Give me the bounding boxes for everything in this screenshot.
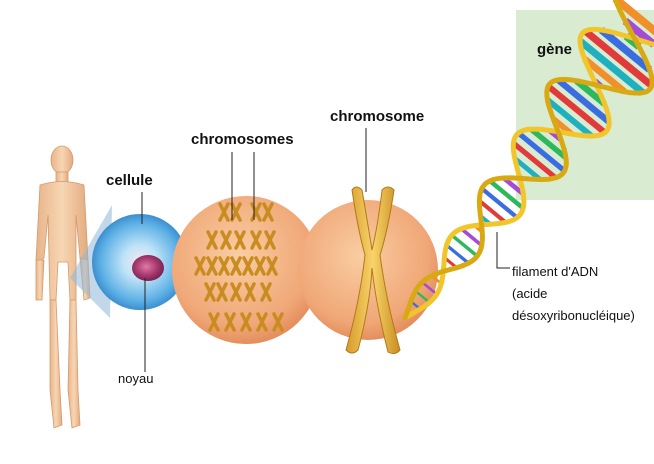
label-adn-line-1: filament d'ADN xyxy=(512,261,635,283)
base-pair xyxy=(482,189,517,218)
label-cellule: cellule xyxy=(106,172,153,189)
label-gene: gène xyxy=(537,41,572,58)
label-adn-line-2: (acide xyxy=(512,283,635,305)
label-adn-line-3: désoxyribonucléique) xyxy=(512,305,635,327)
label-chromosomes: chromosomes xyxy=(191,131,294,148)
label-adn: filament d'ADN (acide désoxyribonucléiqu… xyxy=(512,261,635,327)
label-noyau: noyau xyxy=(118,371,153,386)
base-pair xyxy=(461,229,481,246)
label-chromosome: chromosome xyxy=(330,108,424,125)
nucleus-icon xyxy=(132,255,164,281)
